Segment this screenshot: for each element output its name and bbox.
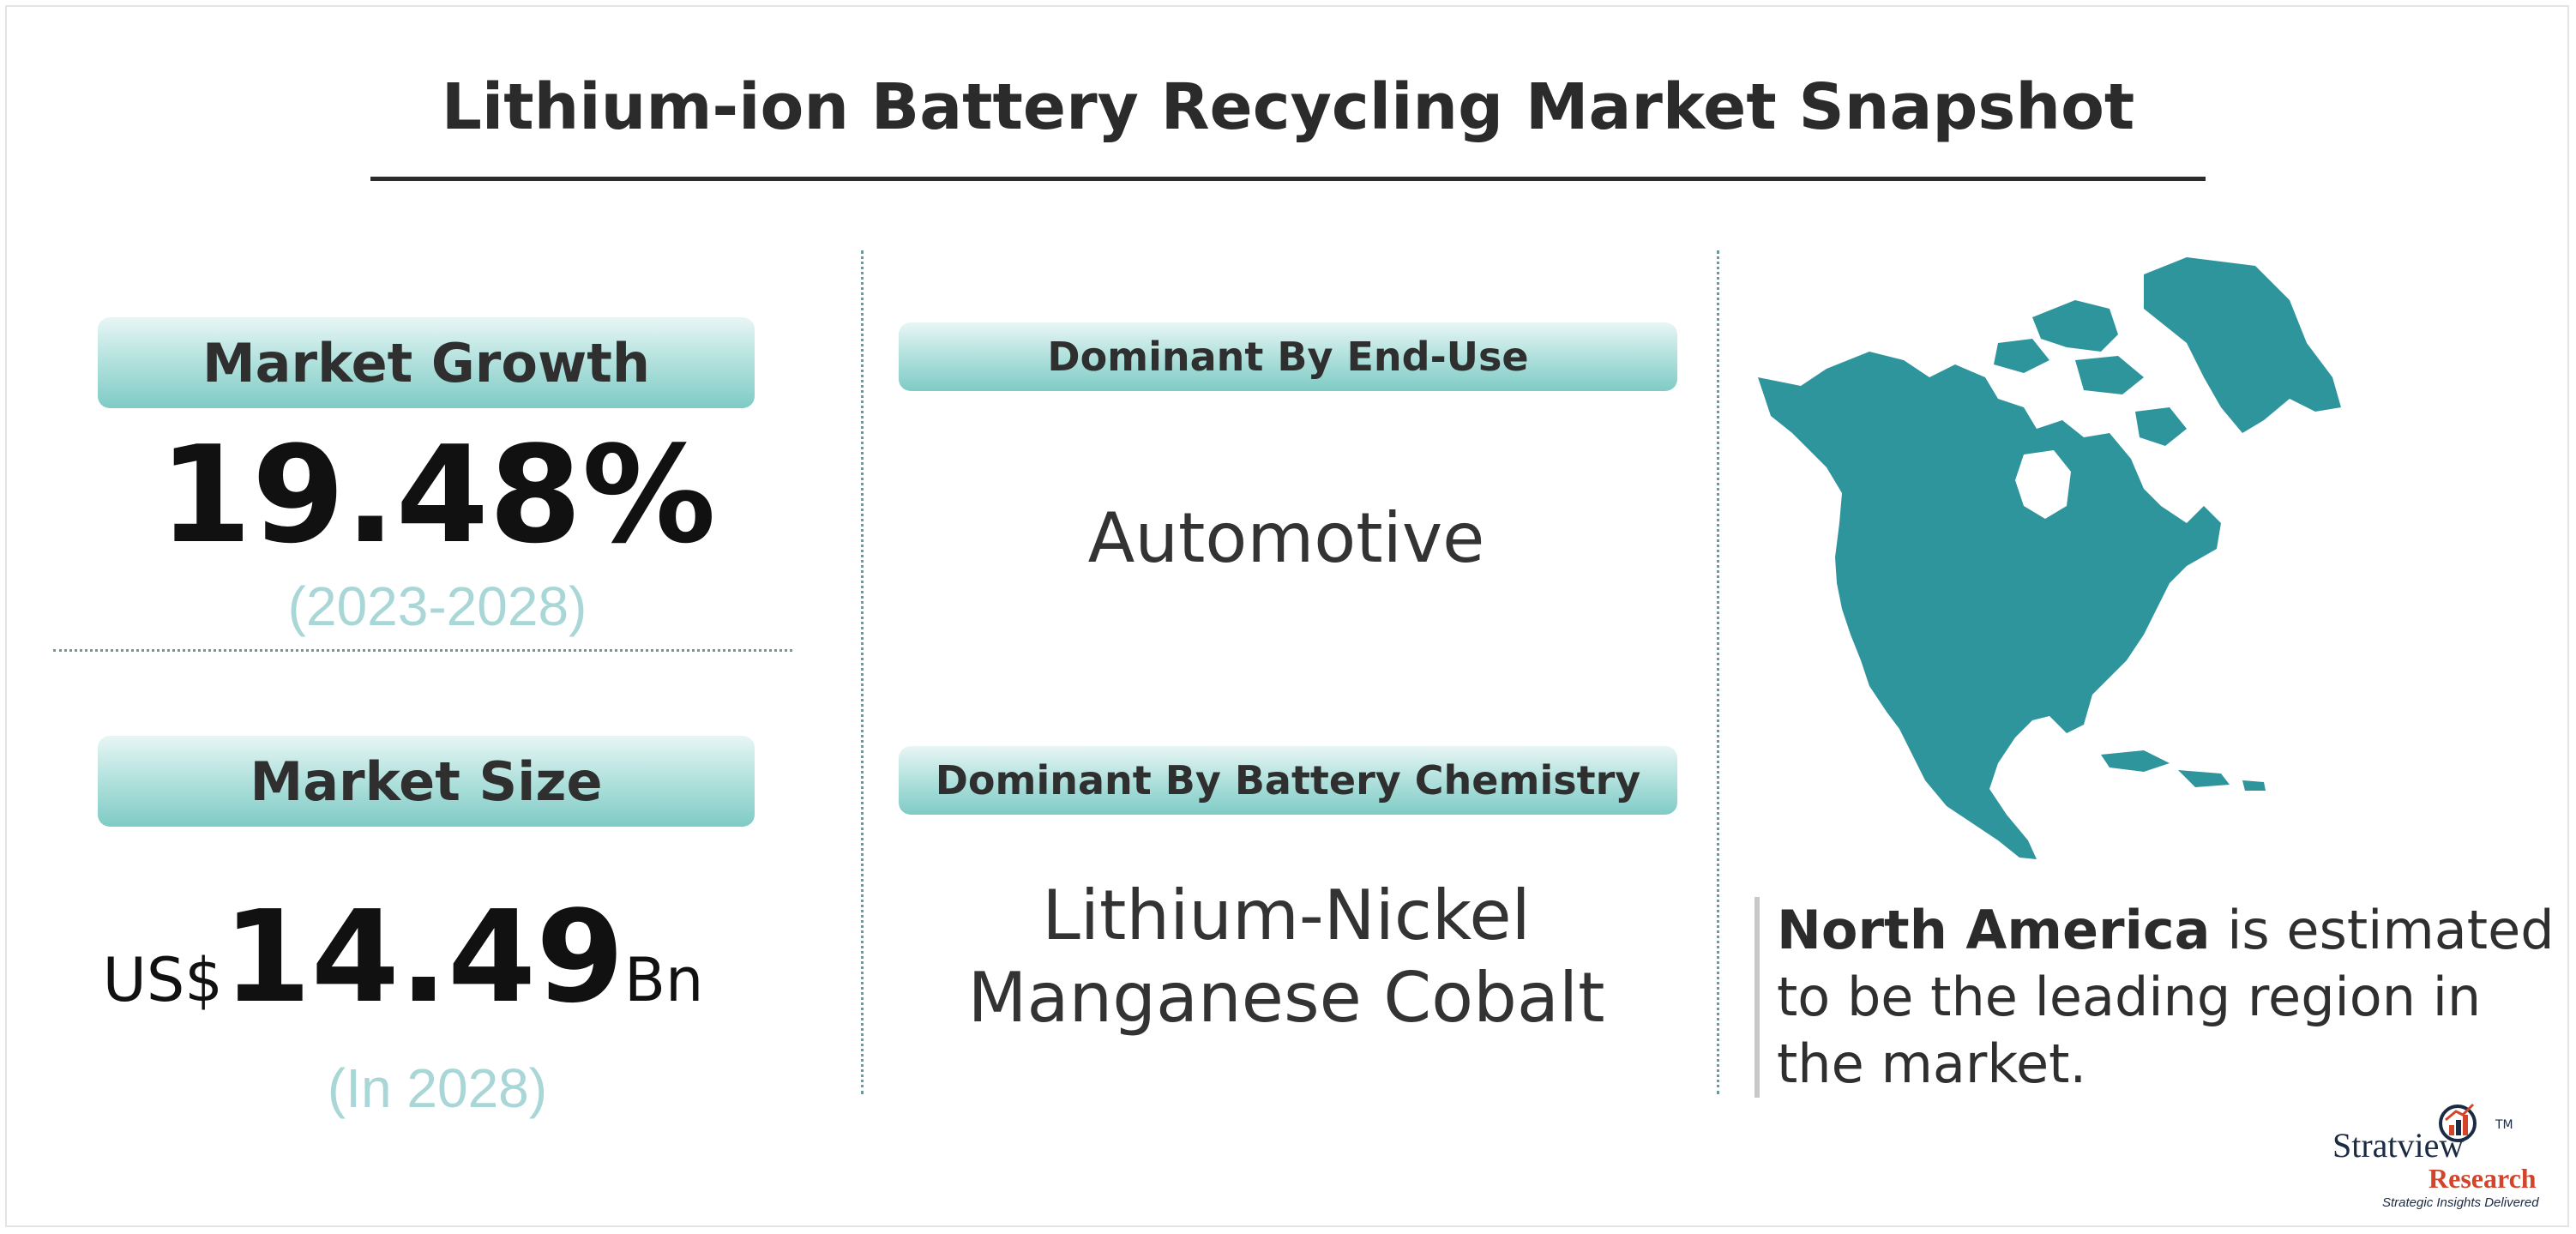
caribbean-shape — [2101, 750, 2170, 772]
logo-tagline: Strategic Insights Delivered — [2382, 1195, 2539, 1210]
left-divider — [53, 649, 792, 652]
map-svg — [1758, 257, 2341, 859]
title-underline — [370, 177, 2206, 181]
currency-symbol: US$ — [102, 945, 223, 1015]
region-name: North America — [1777, 899, 2211, 961]
market-size-note: (In 2028) — [327, 1057, 548, 1119]
greenland-shape — [2144, 257, 2341, 433]
page-title: Lithium-ion Battery Recycling Market Sna… — [441, 70, 2135, 144]
column-divider-1 — [861, 250, 864, 1094]
arctic-islands-shape — [2032, 300, 2118, 352]
market-size-label: Market Size — [98, 736, 755, 827]
battery-chemistry-label: Dominant By Battery Chemistry — [899, 746, 1677, 815]
market-growth-label: Market Growth — [98, 317, 755, 408]
north-america-map — [1741, 249, 2384, 866]
market-size-number: 14.49 — [222, 883, 624, 1031]
stratview-logo: Stratview TM Research Strategic Insights… — [2332, 1094, 2547, 1214]
market-growth-period: (2023-2028) — [287, 575, 587, 637]
logo-mark-icon — [2439, 1103, 2477, 1142]
logo-brand-secondary: Research — [2429, 1163, 2537, 1194]
market-size-unit: Bn — [623, 945, 704, 1015]
column-divider-2 — [1717, 250, 1719, 1094]
battery-chemistry-line1: Lithium-Nickel — [1042, 876, 1531, 955]
hudson-bay-shape — [2015, 450, 2071, 519]
logo-tm: TM — [2495, 1118, 2513, 1132]
end-use-value: Automotive — [1087, 498, 1485, 578]
logo-brand: Stratview — [2332, 1126, 2465, 1165]
battery-chemistry-value: Lithium-Nickel Manganese Cobalt — [866, 875, 1706, 1039]
battery-chemistry-line2: Manganese Cobalt — [967, 958, 1605, 1038]
region-description: is estimated to be the leading region in… — [1777, 899, 2555, 1095]
end-use-label: Dominant By End-Use — [899, 322, 1677, 391]
market-size-value: US$14.49Bn — [86, 883, 720, 1031]
region-statement: North America is estimated to be the lea… — [1754, 897, 2566, 1098]
market-growth-value: 19.48% — [159, 417, 716, 573]
infographic-frame — [5, 5, 2569, 1227]
mainland-shape — [1758, 352, 2221, 859]
